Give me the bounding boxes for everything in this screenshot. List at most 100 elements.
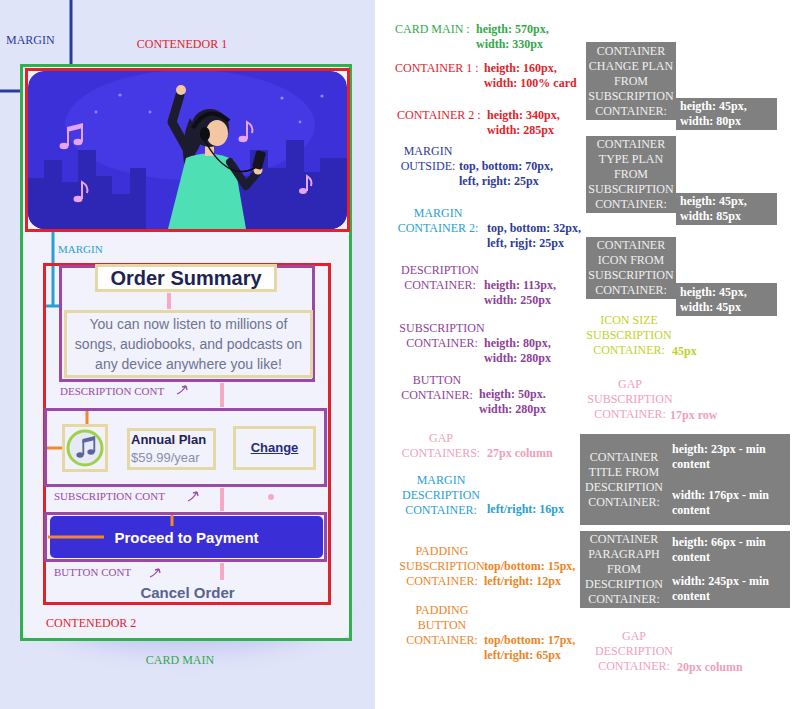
star <box>280 96 283 99</box>
card-paragraph: You can now listen to millions of songs,… <box>67 313 310 375</box>
music-note <box>82 182 87 199</box>
spec-name: BUTTON CONTAINER: <box>396 373 478 403</box>
right-panel <box>375 0 792 709</box>
spec-value: 27px column <box>487 446 597 461</box>
padding-marker <box>86 411 89 424</box>
illustration <box>28 71 347 229</box>
spec-name: PADDING SUBSCRIPTION CONTAINER: <box>396 544 488 589</box>
card-main-box: CONTENEDOR 1 Order SummaryYou can now lis… <box>20 64 352 641</box>
spec-value: top/bottom: 17px, left/right: 65px <box>484 633 592 663</box>
star <box>149 111 152 114</box>
spec-name: MARGIN CONTAINER 2: <box>396 206 480 236</box>
spec-name: SUBSCRIPTION CONTAINER: <box>396 321 488 351</box>
music-icon <box>83 437 94 455</box>
music-note <box>307 176 312 191</box>
padding-marker <box>47 447 62 450</box>
margin-marker <box>52 232 55 306</box>
spec-name: CONTAINER ICON FROM SUBSCRIPTION CONTAIN… <box>586 237 676 299</box>
spec-box: CONTAINER TITLE FROM DESCRIPTION CONTAIN… <box>580 434 790 525</box>
title-box: Order Summary <box>95 264 277 292</box>
spec-value: heigth: 66px - min content <box>668 531 790 569</box>
music-note <box>67 123 83 132</box>
gap-marker <box>220 383 224 407</box>
gap-marker <box>167 293 171 309</box>
spec-box: CONTAINER CHANGE PLAN FROM SUBSCRIPTION … <box>586 42 777 130</box>
payment-button: Proceed to Payment <box>50 516 323 558</box>
star <box>320 94 323 97</box>
figure-hair <box>191 109 229 147</box>
spec-name: CONTAINER 1 : <box>395 61 483 76</box>
card-title: Order Summary <box>98 267 274 289</box>
spec-value: top, bottom: 70px, left, right: 25px <box>459 159 569 189</box>
music-icon <box>68 431 102 465</box>
cancel-link: Cancel Order <box>115 583 260 602</box>
plan-price: $59.99/year <box>131 449 213 467</box>
padding-marker <box>171 515 174 526</box>
change-box: Change <box>233 426 316 470</box>
spec-name: CONTAINER TITLE FROM DESCRIPTION CONTAIN… <box>580 434 668 525</box>
change-link: Change <box>236 429 313 467</box>
button-label: Proceed to Payment <box>53 519 320 555</box>
container-name: DESCRIPTION CONT <box>60 384 185 398</box>
spec-name: CONTAINER PARAGRAPH FROM DESCRIPTION CON… <box>580 531 668 608</box>
container-box: CONTENEDOR 1 <box>25 68 350 232</box>
spec-value: 17px row <box>670 408 750 423</box>
music-note <box>247 122 252 139</box>
spec-name: MARGIN DESCRIPTION CONTAINER: <box>396 473 486 518</box>
pointer-mark <box>177 386 187 394</box>
spec-value: heigth: 45px, width: 80px <box>676 98 777 130</box>
spec-value: top/bottom: 15px, left/right: 12px <box>484 559 592 589</box>
gap-marker <box>220 563 224 580</box>
spec-value: heigth: 50px. width: 280px <box>479 387 579 417</box>
padding-marker <box>48 536 104 539</box>
spec-name: GAP DESCRIPTION CONTAINER: <box>588 629 680 674</box>
star <box>299 121 302 124</box>
description-container: Order SummaryYou can now listen to milli… <box>59 265 315 382</box>
music-note <box>68 124 82 146</box>
container-name: BUTTON CONT <box>54 565 164 579</box>
headphone-cord <box>205 141 255 172</box>
spec-value: heigth: 340px, width: 285px <box>487 108 591 138</box>
spec-name: DESCRIPTION CONTAINER: <box>395 263 485 293</box>
music-note <box>299 188 307 194</box>
button-container: Proceed to PaymentBUTTON CONT <box>44 512 327 562</box>
pointer-mark <box>188 492 198 501</box>
spec-value: heigth: 160px, width: 100% card <box>484 61 592 91</box>
spec-name: GAP SUBSCRIPTION CONTAINER: <box>584 377 676 422</box>
star <box>95 111 98 114</box>
headphones <box>193 113 229 128</box>
star <box>118 93 121 96</box>
spec-name: CONTAINER 2 : <box>397 108 485 123</box>
spec-value: heigth: 113px, width: 250px <box>484 278 584 308</box>
spec-name: CONTAINER TYPE PLAN FROM SUBSCRIPTION CO… <box>586 136 676 213</box>
container-name: CARD MAIN <box>120 653 240 668</box>
spec-name: MARGIN OUTSIDE: <box>397 144 459 174</box>
spec-value: width: 245px - min content <box>668 569 790 608</box>
spec-value: heigth: 80px, width: 280px <box>484 336 584 366</box>
container-name: CONTENEDOR 2 <box>46 616 156 631</box>
spec-value: left/right: 16px <box>487 502 587 517</box>
margin-label: MARGIN <box>58 242 118 256</box>
gap-marker <box>220 488 224 511</box>
card-ground <box>22 66 350 639</box>
figure-hand <box>176 85 186 95</box>
illustration-sky <box>28 71 347 229</box>
container-name: CONTENEDOR 1 <box>127 37 237 52</box>
margin-marker <box>70 0 73 66</box>
spec-box: CONTAINER ICON FROM SUBSCRIPTION CONTAIN… <box>586 237 777 317</box>
container-box: Order SummaryYou can now listen to milli… <box>43 263 331 605</box>
spec-box: CONTAINER TYPE PLAN FROM SUBSCRIPTION CO… <box>586 136 777 225</box>
margin-label: MARGIN <box>6 33 66 48</box>
spec-name: ICON SIZE SUBSCRIPTION CONTAINER: <box>583 313 675 358</box>
spec-name: CONTAINER CHANGE PLAN FROM SUBSCRIPTION … <box>586 42 676 120</box>
paragraph-box: You can now listen to millions of songs,… <box>64 310 313 378</box>
subscription-container: Annual Plan$59.99/yearChangeSUBSCRIPTION… <box>44 408 327 487</box>
spec-value: top, bottom: 32px, left, rigjt: 25px <box>487 221 597 251</box>
plan-name: Annual Plan <box>131 431 213 449</box>
pointer-mark <box>150 569 160 577</box>
icon-box <box>64 426 107 471</box>
left-panel <box>0 0 375 709</box>
container-name: SUBSCRIPTION CONT <box>54 489 184 503</box>
headphones <box>200 127 210 141</box>
spec-box: CONTAINER PARAGRAPH FROM DESCRIPTION CON… <box>580 531 790 608</box>
